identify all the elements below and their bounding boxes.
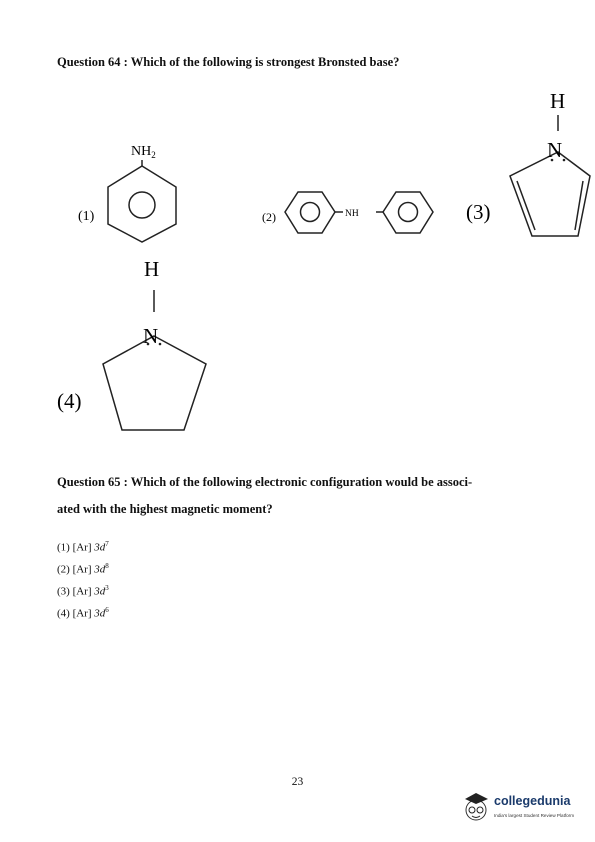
pyrrole-lone-pair (550, 158, 566, 162)
aniline-nh2-subscript: 2 (151, 150, 156, 160)
option-orbital: 3d (94, 607, 106, 620)
aniline-nh2-text: NH2 (131, 144, 156, 160)
q65-option-3: (3) [Ar] 3d3 (57, 584, 109, 598)
option-core: [Ar] (72, 585, 92, 598)
aniline-aromatic-circle (128, 191, 156, 219)
q65-option-1: (1) [Ar] 3d7 (57, 540, 109, 554)
option-core: [Ar] (72, 607, 92, 620)
option-number: (4) (57, 607, 70, 620)
option-core: [Ar] (72, 563, 92, 576)
pyrrolidine-n-text: N (143, 324, 158, 348)
option-number: (1) (57, 541, 70, 554)
option-exponent: 8 (105, 562, 109, 570)
option-1-label: (1) (78, 209, 95, 224)
option-2-label: (2) (262, 210, 276, 224)
brand-name: collegedunia (494, 794, 571, 808)
question-65-text-line2: ated with the highest magnetic moment? (57, 502, 273, 516)
aniline-nh-text: NH (131, 144, 151, 159)
pyrrolidine-ring (102, 335, 207, 431)
diphenylamine-ring-right (382, 191, 434, 234)
pyrrolidine-lone-pair (146, 342, 162, 346)
question-64-label: Question 64 : (57, 55, 128, 69)
option-orbital: 3d (94, 541, 106, 554)
option-4-label: (4) (57, 389, 82, 413)
question-65-text-line1: Which of the following electronic config… (130, 475, 473, 489)
pyrrole-ring (509, 151, 591, 237)
brand-tagline: India's largest Student Review Platform (494, 813, 575, 818)
option-number: (2) (57, 563, 70, 576)
diphenylamine-ring-left (284, 191, 336, 234)
graduate-mascot-icon (465, 793, 488, 821)
option-3-label: (3) (466, 200, 491, 224)
pyrrolidine-h-text: H (144, 257, 159, 281)
pyrrole-h-text: H (550, 89, 565, 113)
question-65-label: Question 65 : (57, 475, 128, 489)
question-65-heading: Question 65 : Which of the following ele… (57, 475, 472, 490)
page-number: 23 (291, 776, 304, 788)
option-number: (3) (57, 585, 70, 598)
collegedunia-logo (465, 793, 488, 821)
diphenylamine-nh-text: NH (345, 209, 359, 219)
option-orbital: 3d (94, 585, 106, 598)
pyrrole-n-text: N (547, 138, 562, 162)
option-orbital: 3d (94, 563, 106, 576)
question-64-text: Which of the following is strongest Bron… (130, 55, 400, 69)
q65-option-4: (4) [Ar] 3d6 (57, 606, 109, 620)
option-exponent: 6 (105, 606, 109, 614)
option-exponent: 7 (105, 540, 109, 548)
aniline-ring (107, 165, 177, 243)
option-core: [Ar] (72, 541, 92, 554)
q65-option-2: (2) [Ar] 3d8 (57, 562, 109, 576)
option-exponent: 3 (105, 584, 109, 592)
question-64-heading: Question 64 : Which of the following is … (57, 55, 399, 70)
